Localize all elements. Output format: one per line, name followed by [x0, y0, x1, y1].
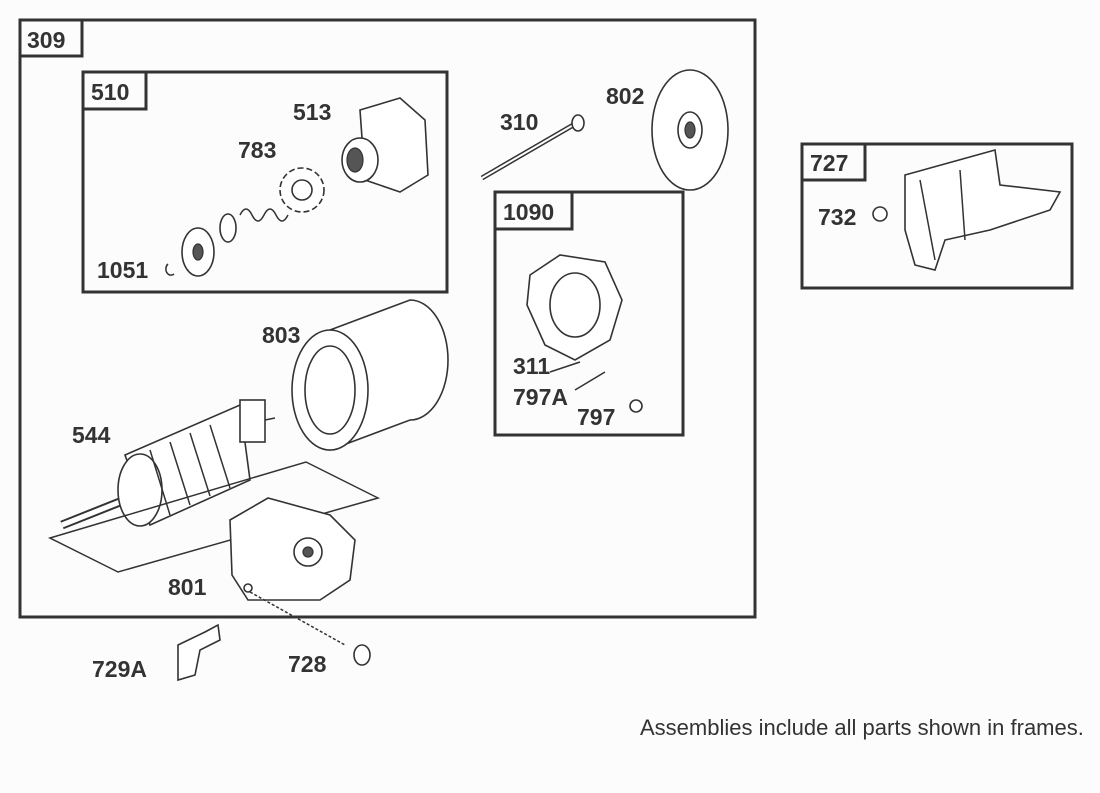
frame-label-510: 510	[91, 79, 129, 105]
brush-holder-drawing	[526, 254, 643, 413]
screw-drawing	[249, 591, 371, 666]
part-label-310: 310	[500, 109, 538, 135]
part-label-803: 803	[262, 322, 300, 348]
assemblies-note: Assemblies include all parts shown in fr…	[640, 715, 1084, 740]
part-label-783: 783	[238, 137, 276, 163]
frame-label-727: 727	[810, 150, 848, 176]
part-label-732: 732	[818, 204, 856, 230]
shield-drawing	[872, 148, 1062, 271]
frame-label-1090: 1090	[503, 199, 554, 225]
frame-label-309: 309	[27, 27, 65, 53]
end-cap-drawing	[651, 69, 729, 191]
drive-housing-drawing	[341, 97, 429, 193]
spring-and-collar-drawing	[165, 208, 289, 277]
motor-frame-drawing	[291, 299, 449, 452]
clip-drawing	[177, 623, 221, 682]
part-label-797: 797	[577, 404, 615, 430]
part-label-728: 728	[288, 651, 327, 677]
part-label-1051: 1051	[97, 257, 148, 283]
armature-drawing	[47, 399, 381, 573]
part-label-311: 311	[513, 353, 550, 379]
through-bolt-drawing	[480, 114, 585, 181]
part-label-797A: 797A	[513, 384, 568, 410]
part-label-513: 513	[293, 99, 331, 125]
end-bracket-drawing	[229, 497, 356, 601]
part-label-802: 802	[606, 83, 644, 109]
gear-drawing	[279, 167, 325, 213]
frame-1090: 1090	[493, 190, 685, 437]
part-label-544: 544	[72, 422, 111, 448]
frame-510: 510	[81, 70, 449, 294]
frame-727: 727	[800, 142, 1074, 290]
part-label-729A: 729A	[92, 656, 147, 682]
part-label-801: 801	[168, 574, 207, 600]
frame-309: 309	[18, 18, 757, 619]
